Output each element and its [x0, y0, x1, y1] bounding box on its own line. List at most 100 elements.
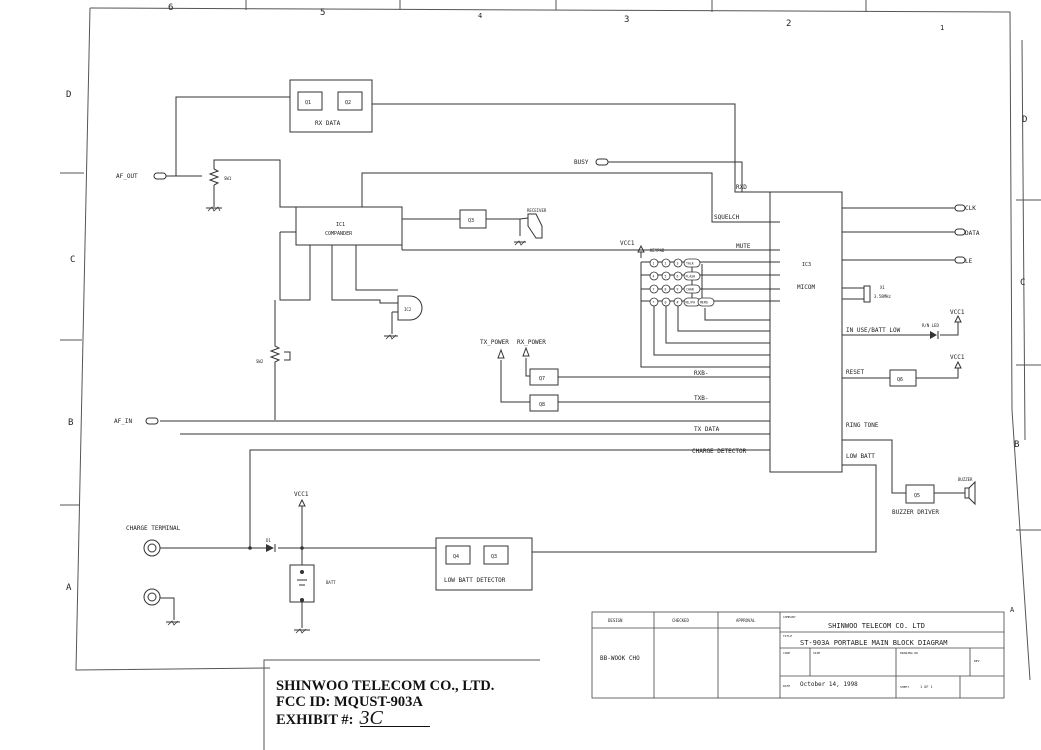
tb-checked-header: CHECKED [672, 618, 689, 623]
key-label: 9 [677, 288, 679, 292]
key-4 [649, 271, 659, 281]
key-label: 2 [665, 262, 667, 266]
key-label: FLASH [686, 275, 696, 279]
title-block [591, 611, 1005, 699]
in-use-led: IN USE/BATT LOW R/N LED VCC1 [846, 309, 965, 339]
key-label: * [653, 301, 655, 305]
rx-data-block: Q1 Q2 RX DATA [289, 79, 373, 133]
keypad-title: KEYPAD [650, 248, 665, 253]
buzzer-driver: Q5 BUZZER DRIVER BUZZER [892, 477, 976, 516]
key-label: CHAN [686, 288, 694, 292]
crystal: X1 3.58MHz [863, 285, 891, 303]
and-gate-ref: IC2 [404, 307, 412, 312]
exhibit-frame [263, 659, 540, 750]
squelch-label: SQUELCH [714, 214, 740, 221]
in-use-label: IN USE/BATT LOW [846, 327, 901, 334]
key-label: TALK [686, 262, 694, 266]
buzzer-name-label: BUZZER [958, 477, 973, 482]
tb-title-label: TITLE [783, 634, 792, 638]
key-label: 8 [665, 288, 667, 292]
tb-code-label: CODE [783, 651, 790, 655]
tx-power-label: TX_POWER [480, 339, 509, 346]
low-batt-signal-label: LOW BATT [846, 453, 875, 460]
receiver-label: RECEIVER [527, 208, 547, 213]
col-label: 6 [168, 3, 173, 13]
af-out-label: AF_OUT [116, 173, 138, 180]
exhibit-company: SHINWOO TELECOM CO., LTD. [276, 678, 495, 694]
charge-terminal-label: CHARGE TERMINAL [126, 525, 181, 532]
crystal-ref: X1 [880, 285, 885, 290]
vcc-keypad-label: VCC1 [620, 240, 635, 247]
charge-terminal: CHARGE TERMINAL D1 [126, 525, 276, 626]
key-label: 7 [653, 288, 655, 292]
wires [160, 96, 965, 628]
rx-power-label: RX_POWER [517, 339, 546, 346]
col-label: 2 [786, 19, 791, 29]
micom-block: IC3 MICOM [769, 191, 843, 473]
key-flash [683, 271, 701, 281]
q3-receiver: Q3 RECEIVER [459, 208, 547, 246]
key-star [649, 297, 659, 307]
q3-label: Q3 [468, 218, 474, 224]
key-hash [673, 297, 683, 307]
micom-right-terminals: CLK DATA LE [954, 204, 980, 265]
tb-design-header: DESIGN [608, 618, 623, 623]
vcc-batt-label: VCC1 [294, 491, 309, 498]
key-talk [683, 258, 701, 268]
micom-left-labels: RXD SQUELCH MUTE RXB- TXB- TX DATA CHARG… [692, 184, 751, 455]
q7-label: Q7 [539, 376, 545, 382]
key-label: # [677, 301, 679, 305]
tb-title: ST-903A PORTABLE MAIN BLOCK DIAGRAM [800, 639, 948, 647]
key-1 [649, 258, 659, 268]
tb-approval-header: APPROVAL [736, 618, 756, 623]
rxb-label: RXB- [694, 370, 708, 377]
af-in-terminal: AF_IN [114, 417, 159, 425]
micom-right-labels: RING TONE LOW BATT [846, 422, 879, 460]
batt-label: BATT [326, 580, 336, 585]
key-chan [683, 284, 701, 294]
tb-size-label: SIZE [813, 651, 820, 655]
exhibit-number-label: EXHIBIT #: [276, 712, 354, 728]
col-label: 1 [940, 24, 944, 32]
tb-sheet: 1 OF 1 [920, 685, 933, 689]
col-label: 5 [320, 8, 325, 18]
border-column-labels: 6 5 4 3 2 1 [168, 3, 944, 32]
exhibit-number-row: EXHIBIT #:3C [276, 708, 536, 728]
key-label: 0 [665, 301, 667, 305]
tb-rev-label: REV [974, 659, 980, 663]
key-2 [661, 258, 671, 268]
sw1-label: SW1 [224, 176, 232, 181]
key-label: 4 [653, 275, 655, 279]
tb-date: October 14, 1998 [800, 681, 858, 688]
sw2-label: SW2 [256, 359, 264, 364]
tb-designer: BB-WOOK CHO [600, 655, 640, 662]
keypad: VCC1 KEYPAD 1 2 3 TALK 4 5 [620, 240, 715, 307]
row-label: B [1014, 440, 1019, 450]
row-label: C [70, 255, 75, 265]
crystal-value: 3.58MHz [874, 294, 891, 299]
data-label: DATA [965, 230, 980, 237]
txb-label: TXB- [694, 395, 708, 402]
key-label: 3 [677, 262, 679, 266]
tb-date-label: DATE [783, 684, 790, 688]
col-label: 3 [624, 15, 629, 25]
key-7 [649, 284, 659, 294]
reset-label: RESET [846, 369, 864, 376]
tb-drawing-label: DRAWING NO [900, 651, 918, 655]
af-in-label: AF_IN [114, 418, 132, 425]
busy-signal: BUSY [574, 158, 609, 166]
le-label: LE [965, 258, 973, 265]
af-out-terminal: AF_OUT SW1 [116, 172, 232, 212]
key-3 [673, 258, 683, 268]
q8-label: Q8 [539, 402, 545, 408]
busy-label: BUSY [574, 159, 589, 166]
reset-block: RESET Q6 VCC1 [846, 354, 965, 387]
vcc-reset-label: VCC1 [950, 354, 965, 361]
q6-label: Q6 [897, 377, 903, 383]
rxd-label: RXD [736, 184, 747, 191]
led-label: R/N LED [922, 323, 939, 328]
key-0 [661, 297, 671, 307]
key-label: 5 [665, 275, 667, 279]
micom-ref: IC3 [802, 262, 811, 268]
